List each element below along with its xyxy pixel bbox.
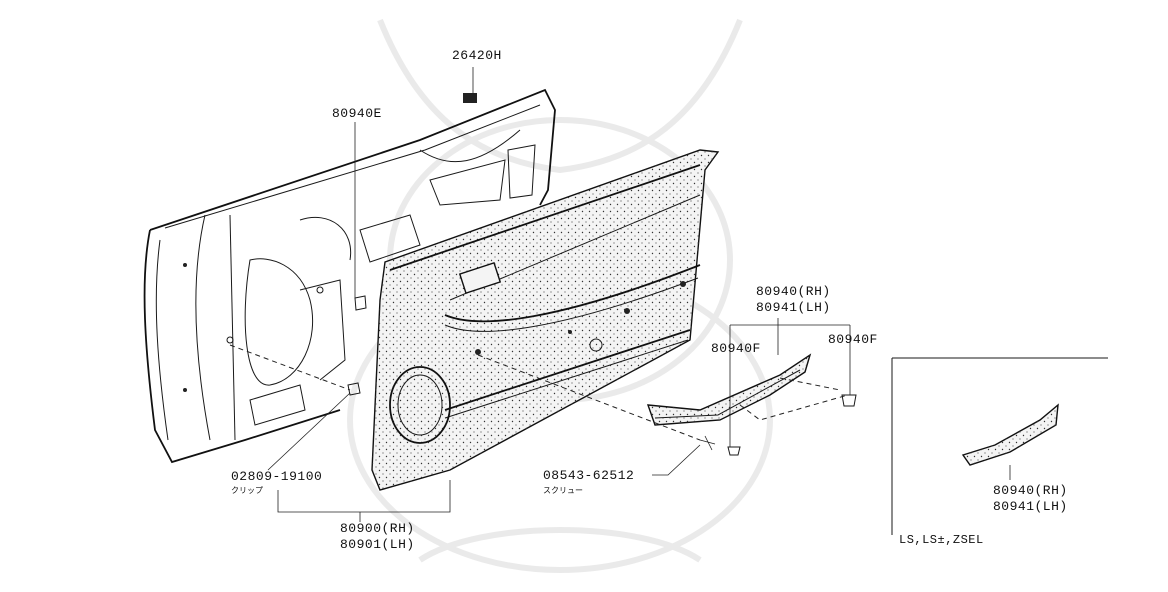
label-trim-lh: 80901(LH) (340, 537, 415, 552)
label-armrest-group-rh: 80940(RH) (756, 284, 831, 299)
armrest (646, 353, 849, 426)
leader-lines (229, 67, 1011, 522)
label-inset-caption: LS,LS±,ZSEL (899, 533, 984, 547)
label-clip-sub: クリップ (231, 486, 263, 495)
label-inset-rh: 80940(RH) (993, 483, 1068, 498)
label-armrest-group-lh: 80941(LH) (756, 300, 831, 315)
label-80940f-right: 80940F (828, 332, 878, 347)
label-80940e: 80940E (332, 106, 382, 121)
door-inner-frame (143, 88, 556, 464)
label-inset-lh: 80941(LH) (993, 499, 1068, 514)
label-clip-part: 02809-19100 (231, 469, 323, 484)
label-screw-part: 08543-62512 (543, 468, 635, 483)
label-26420h: 26420H (452, 48, 502, 63)
door-trim-panel (371, 149, 720, 491)
inset-box (891, 357, 1108, 535)
clip-fasteners (347, 295, 857, 456)
label-screw-sub: スクリュー (543, 486, 583, 495)
label-trim-rh: 80900(RH) (340, 521, 415, 536)
label-80940f-left: 80940F (711, 341, 761, 356)
